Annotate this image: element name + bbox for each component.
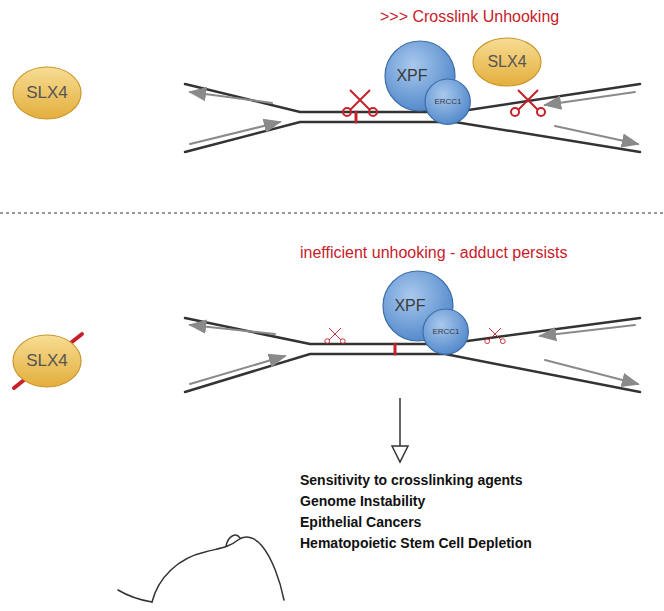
node-label: XPF [396, 67, 427, 85]
node-label: SLX4 [26, 352, 68, 371]
scissors [485, 328, 505, 344]
protein-oval: SLX4 [12, 334, 82, 388]
scissors [511, 90, 545, 116]
node-label: XPF [394, 297, 425, 315]
scissors [325, 328, 345, 344]
phenotype-item: Epithelial Cancers [300, 514, 421, 531]
phenotype-item: Hematopoietic Stem Cell Depletion [300, 535, 532, 552]
cross-out [14, 334, 82, 388]
scissors [343, 90, 377, 116]
node-label: ERCC1 [434, 98, 461, 107]
protein-oval: SLX4 [472, 37, 542, 87]
mouse-outline [118, 535, 284, 602]
protein-oval: SLX4 [12, 66, 82, 120]
protein-circle: ERCC1 [424, 78, 471, 125]
phenotype-item: Genome Instability [300, 493, 425, 510]
divider [0, 212, 664, 214]
node-label: SLX4 [26, 84, 68, 103]
heading-note: >>> Crosslink Unhooking [380, 7, 559, 26]
heading-note: inefficient unhooking - adduct persists [300, 243, 567, 262]
down-arrow [392, 398, 408, 462]
protein-circle: ERCC1 [422, 308, 469, 355]
node-label: SLX4 [487, 53, 526, 71]
node-label: ERCC1 [432, 328, 459, 337]
phenotype-item: Sensitivity to crosslinking agents [300, 472, 523, 489]
